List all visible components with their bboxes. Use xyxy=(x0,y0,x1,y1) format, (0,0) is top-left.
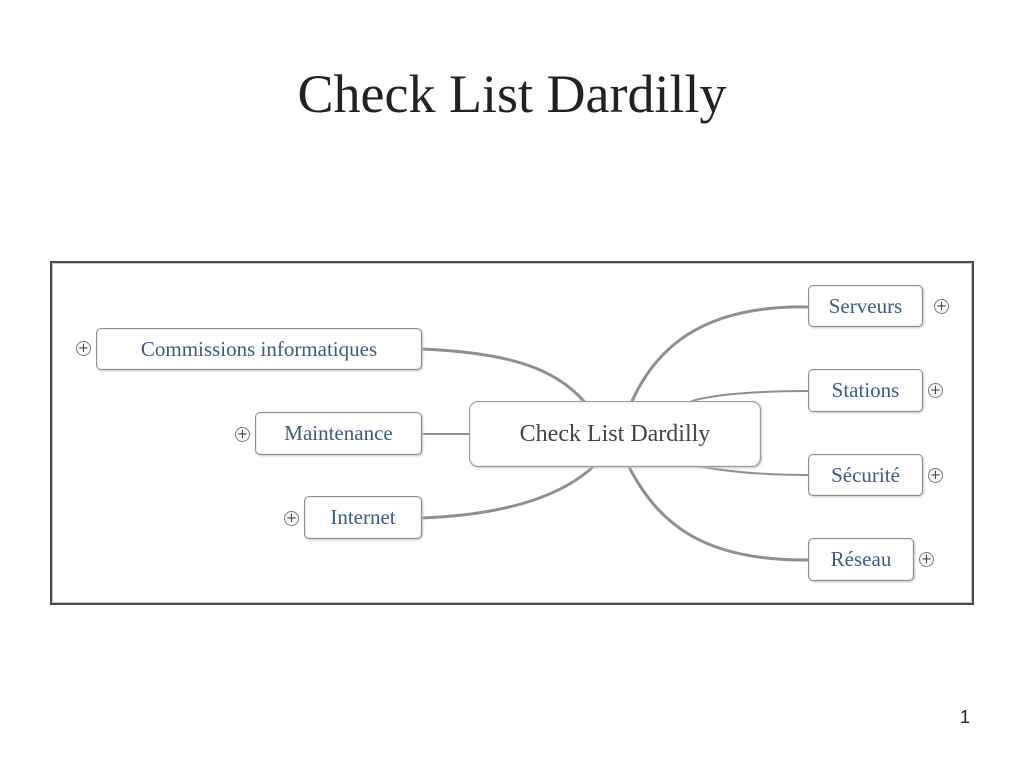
expand-serveurs-icon[interactable]: + xyxy=(934,299,949,314)
node-label: Internet xyxy=(330,505,396,529)
node-label: Commissions informatiques xyxy=(140,336,378,361)
node-label: Sécurité xyxy=(831,462,900,487)
connector-reseau xyxy=(625,461,810,562)
node-internet[interactable]: Internet xyxy=(304,496,422,539)
expand-internet-icon[interactable]: + xyxy=(284,511,299,526)
node-label: Maintenance xyxy=(284,421,393,445)
connector-serveurs xyxy=(625,305,810,415)
expand-reseau-icon[interactable]: + xyxy=(919,552,934,567)
node-maintenance[interactable]: Maintenance xyxy=(255,412,422,455)
central-topic-label: Check List Dardilly xyxy=(519,420,711,447)
node-label: Stations xyxy=(831,378,900,402)
node-central-topic[interactable]: Check List Dardilly xyxy=(469,401,761,467)
slide-title: Check List Dardilly xyxy=(297,64,727,124)
node-label: Serveurs xyxy=(828,293,903,318)
node-securite[interactable]: Sécurité xyxy=(808,454,923,496)
expand-maintenance-icon[interactable]: + xyxy=(235,427,250,442)
expand-securite-icon[interactable]: + xyxy=(928,468,943,483)
expand-stations-icon[interactable]: + xyxy=(928,383,943,398)
node-reseau[interactable]: Réseau xyxy=(808,538,914,581)
connector-stations xyxy=(691,390,809,402)
node-serveurs[interactable]: Serveurs xyxy=(808,285,923,327)
page-number: 1 xyxy=(959,707,970,727)
node-label: Réseau xyxy=(830,547,892,571)
expand-commissions-icon[interactable]: + xyxy=(76,341,91,356)
node-commissions-informatiques[interactable]: Commissions informatiques xyxy=(96,328,422,370)
node-stations[interactable]: Stations xyxy=(808,369,923,412)
connector-internet xyxy=(419,461,599,520)
mindmap-frame: + Commissions informatiques + Maintenanc… xyxy=(50,261,974,605)
